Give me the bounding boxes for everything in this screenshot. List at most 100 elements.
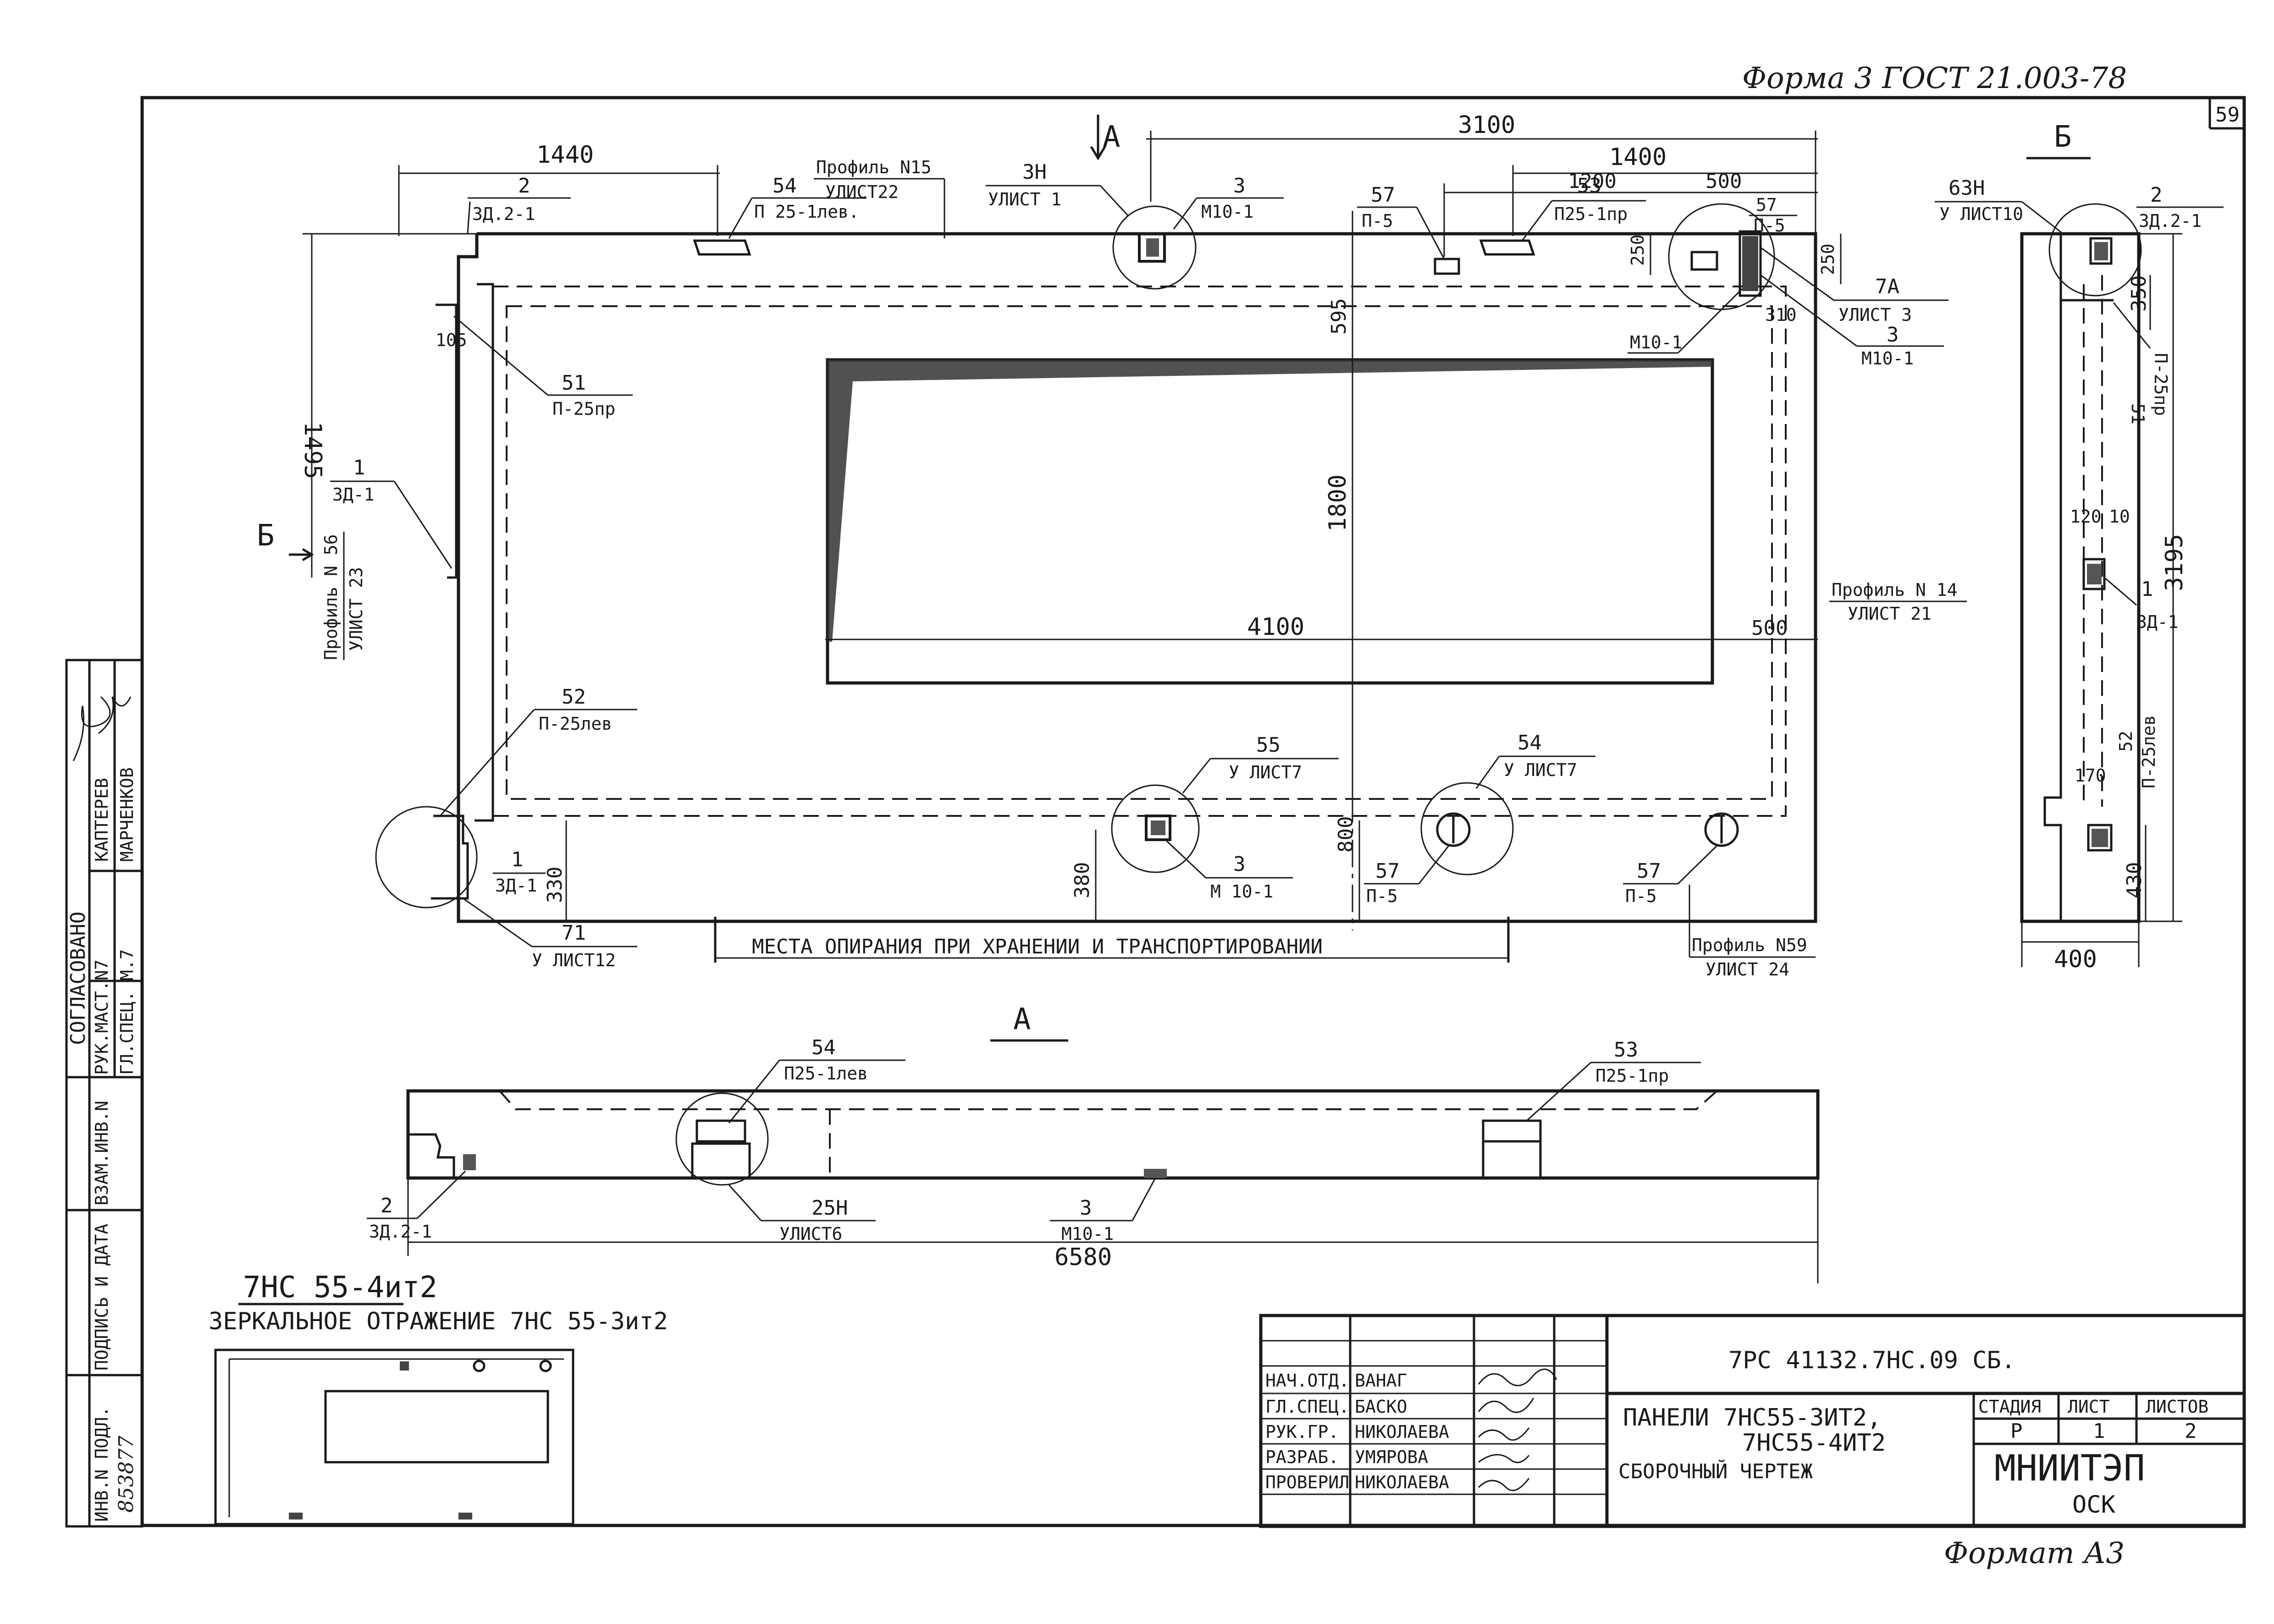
sheets-value: 2 bbox=[2185, 1420, 2197, 1443]
dim-1400: 1400 bbox=[1609, 143, 1667, 171]
callout-1-num: 1 bbox=[353, 456, 365, 479]
mirror-note-subtitle: ЗЕРКАЛЬНОЕ ОТРАЖЕНИЕ 7НС 55-3ит2 bbox=[209, 1308, 668, 1335]
callout-3a-num: 3 bbox=[1080, 1196, 1092, 1220]
org-sub: ОСК bbox=[2072, 1491, 2116, 1519]
detail-circles bbox=[375, 203, 1775, 908]
title-line-1: ПАНЕЛИ 7НС55-3ИТ2, bbox=[1623, 1404, 1882, 1431]
callout-63h-ref: У ЛИСТ10 bbox=[1939, 204, 2023, 224]
dim-6580: 6580 bbox=[1054, 1244, 1112, 1271]
dim-400: 400 bbox=[2054, 946, 2097, 973]
callout-7a-ref: УЛИСТ 3 bbox=[1838, 305, 1912, 325]
callout-57c-num: 57 bbox=[1375, 859, 1400, 883]
person-role: ГЛ.СПЕЦ. bbox=[1265, 1397, 1349, 1417]
stamp-inv-orig: ИНВ.N ПОДЛ. bbox=[92, 1406, 112, 1522]
callout-52-ref: П-25лев bbox=[539, 714, 612, 734]
title-line-3: СБОРОЧНЫЙ ЧЕРТЕЖ bbox=[1618, 1459, 1813, 1483]
signature-3 bbox=[1478, 1427, 1530, 1441]
stamp-inv-replace: ВЗАМ.ИНВ.N bbox=[92, 1101, 112, 1206]
view-b-title: Б bbox=[2054, 120, 2072, 154]
callout-51b-num: 51 bbox=[2128, 403, 2148, 424]
person-role: РАЗРАБ. bbox=[1265, 1447, 1339, 1467]
callout-3r-ref: М10-1 bbox=[1861, 348, 1914, 369]
left-stamp bbox=[65, 659, 144, 1528]
callout-1c-ref: ЗД-1 bbox=[2136, 612, 2179, 632]
dim-120: 120 bbox=[2070, 506, 2102, 527]
side-view-b bbox=[2020, 203, 2182, 967]
callout-54b-ref: У ЛИСТ7 bbox=[1504, 760, 1577, 780]
callout-3r-num: 3 bbox=[1887, 323, 1899, 347]
person-role: НАЧ.ОТД. bbox=[1265, 1371, 1349, 1391]
callout-2a-num: 2 bbox=[381, 1194, 393, 1217]
signature-5 bbox=[1478, 1478, 1530, 1492]
callout-53a-num: 53 bbox=[1614, 1038, 1638, 1062]
stamp-row2-name: МАРЧЕНКОВ bbox=[117, 767, 137, 862]
dim-1200: 1200 bbox=[1568, 170, 1617, 193]
section-a-arrow-label: А bbox=[1103, 120, 1120, 154]
callout-profile56-num: Профиль N 56 bbox=[321, 534, 341, 660]
signature-1 bbox=[1478, 1368, 1557, 1387]
signature-stamp-2 bbox=[98, 696, 132, 734]
callout-52-num: 52 bbox=[562, 685, 586, 709]
sheets-label: ЛИСТОВ bbox=[2146, 1397, 2208, 1417]
bottom-view-a-labels: 6580 54 П25-1лев 53 П25-1пр 2 ЗД.2-1 25Н… bbox=[367, 1036, 1701, 1271]
dim-430: 430 bbox=[2123, 862, 2146, 898]
person-name: ВАНАГ bbox=[1355, 1371, 1407, 1391]
sheet-corner-number: 59 bbox=[2215, 103, 2240, 127]
callout-2-num: 2 bbox=[518, 174, 530, 198]
callout-2b-ref: ЗД.2-1 bbox=[2139, 211, 2202, 231]
callout-profile14-ref: УЛИСТ 21 bbox=[1848, 604, 1932, 624]
dim-330: 330 bbox=[543, 867, 567, 903]
callout-53a-ref: П25-1пр bbox=[1595, 1066, 1669, 1086]
front-dimension-labels: 1440 3100 1400 1200 500 250 250 310 595 … bbox=[299, 111, 1838, 903]
callout-57b-num: 57 bbox=[1756, 195, 1777, 215]
dim-3195: 3195 bbox=[2161, 534, 2188, 591]
callout-m10-left: М10-1 bbox=[1630, 332, 1682, 352]
callout-25h-ref: УЛИСТ6 bbox=[779, 1224, 842, 1244]
form-header: Форма 3 ГОСТ 21.003-78 bbox=[1742, 61, 2127, 95]
format-footer: Формат А3 bbox=[1944, 1536, 2125, 1570]
callout-55-num: 55 bbox=[1256, 733, 1281, 757]
callout-profile15-num: Профиль N15 bbox=[816, 157, 932, 177]
dim-250-left: 250 bbox=[1628, 234, 1648, 266]
person-name: НИКОЛАЕВА bbox=[1355, 1422, 1449, 1442]
dim-500-right: 500 bbox=[1751, 617, 1788, 640]
section-b-arrow-label: Б bbox=[257, 519, 275, 553]
callout-2b-num: 2 bbox=[2150, 183, 2163, 207]
bottom-view-a bbox=[406, 1089, 1820, 1283]
stamp-row1-role: РУК.МАСТ.N7 bbox=[92, 959, 112, 1075]
callout-3h-num: 3Н bbox=[1022, 160, 1047, 184]
callout-profile59-num: Профиль N59 bbox=[1692, 935, 1807, 955]
callout-1-ref: ЗД-1 bbox=[332, 484, 375, 505]
front-callouts: 2 ЗД.2-1 54 П 25-1лев. Профиль N15 УЛИСТ… bbox=[321, 157, 1967, 980]
callout-2-ref: ЗД.2-1 bbox=[472, 204, 535, 224]
dim-350: 350 bbox=[2127, 275, 2151, 312]
callout-54-ref: П 25-1лев. bbox=[754, 202, 859, 222]
stage-value: Р bbox=[2010, 1420, 2023, 1443]
callout-1b-num: 1 bbox=[511, 848, 524, 871]
sheet-value: 1 bbox=[2093, 1420, 2105, 1443]
callout-25h-num: 25Н bbox=[811, 1196, 848, 1220]
doc-code: 7РС 41132.7НС.09 СБ. bbox=[1728, 1347, 2015, 1374]
callout-57-num: 57 bbox=[1371, 183, 1395, 207]
callout-7a-num: 7А bbox=[1875, 275, 1899, 298]
callout-3h-ref: УЛИСТ 1 bbox=[988, 189, 1061, 209]
callout-71-ref: У ЛИСТ12 bbox=[532, 950, 616, 970]
dim-1800: 1800 bbox=[1324, 474, 1352, 532]
panel-front-view bbox=[431, 211, 1817, 930]
dim-250-right: 250 bbox=[1818, 243, 1838, 275]
callout-57d-num: 57 bbox=[1637, 859, 1661, 883]
person-name: УМЯРОВА bbox=[1355, 1447, 1428, 1467]
callout-54a-ref: П25-1лев bbox=[784, 1063, 868, 1084]
callout-52b-ref: П-25лев bbox=[2139, 715, 2159, 788]
signature-2 bbox=[1478, 1398, 1534, 1413]
view-a-title: А bbox=[1013, 1002, 1031, 1036]
person-role: РУК.ГР. bbox=[1265, 1422, 1339, 1442]
callout-profile15-ref: УЛИСТ22 bbox=[825, 182, 899, 202]
person-role: ПРОВЕРИЛ bbox=[1265, 1472, 1349, 1492]
dim-310: 310 bbox=[1765, 305, 1797, 325]
stamp-row1-name: КАПТЕРЕВ bbox=[92, 778, 112, 862]
stamp-row2-role: ГЛ.СПЕЦ. М.7 bbox=[117, 949, 137, 1075]
dim-500-top: 500 bbox=[1706, 170, 1742, 193]
callout-63h-num: 63Н bbox=[1948, 176, 1985, 200]
callout-53-num: 53 bbox=[1577, 174, 1601, 198]
